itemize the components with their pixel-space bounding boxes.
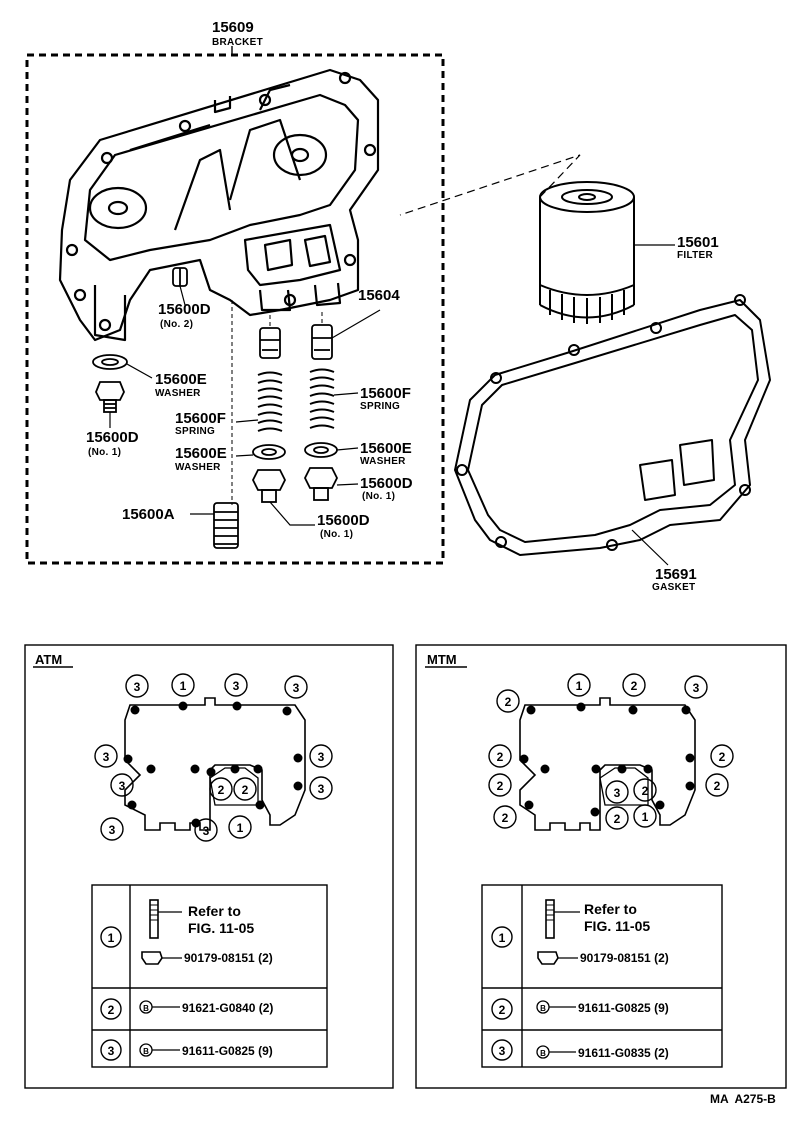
filter-name: FILTER xyxy=(677,250,714,261)
svg-text:1: 1 xyxy=(237,821,244,835)
plug-bottom-note: (No. 1) xyxy=(320,529,353,540)
svg-text:2: 2 xyxy=(497,779,504,793)
assembly-dashed-box xyxy=(25,46,445,565)
svg-text:2: 2 xyxy=(614,812,621,826)
mtm-row3-part: 91611-G0835 (2) xyxy=(578,1046,669,1060)
mtm-row2-bolt: B xyxy=(540,1004,546,1013)
atm-row1-circle: 1 xyxy=(108,931,115,945)
gasket-number: 15691 xyxy=(655,566,697,583)
spring-left-number: 15600F xyxy=(175,410,226,427)
mtm-callout-labels: 2 1 2 3 2 2 2 2 2 3 2 2 1 xyxy=(497,679,726,826)
washer-mid-right-name: WASHER xyxy=(360,456,406,467)
svg-text:3: 3 xyxy=(119,779,126,793)
valve-number: 15604 xyxy=(358,287,400,304)
mtm-row1-part: 90179-08151 (2) xyxy=(580,951,669,965)
spring-right-number: 15600F xyxy=(360,385,411,402)
svg-text:1: 1 xyxy=(576,679,583,693)
svg-text:2: 2 xyxy=(642,784,649,798)
mtm-table xyxy=(481,884,723,1068)
svg-text:2: 2 xyxy=(502,811,509,825)
spring-icons xyxy=(235,368,359,432)
plug-bottom-icons xyxy=(251,467,359,526)
bracket-illustration xyxy=(58,68,380,342)
svg-text:2: 2 xyxy=(242,783,249,797)
mtm-callouts xyxy=(488,673,734,830)
svg-text:2: 2 xyxy=(714,779,721,793)
mtm-row2-circle: 2 xyxy=(499,1003,506,1017)
gasket-icon xyxy=(454,294,771,566)
mtm-row3-circle: 3 xyxy=(499,1044,506,1058)
washer-left-number: 15600E xyxy=(155,371,207,388)
svg-text:2: 2 xyxy=(631,679,638,693)
svg-text:3: 3 xyxy=(318,782,325,796)
atm-callout-labels: 3 1 3 3 3 3 3 3 2 2 3 1 3 xyxy=(103,679,325,838)
atm-row3-bolt: B xyxy=(143,1047,149,1056)
mtm-panel: MTM xyxy=(415,644,787,1089)
plug-mid-right-number: 15600D xyxy=(360,475,413,492)
plug-no2-number: 15600D xyxy=(158,301,211,318)
svg-text:3: 3 xyxy=(134,680,141,694)
plug-left-no1-note: (No. 1) xyxy=(88,447,121,458)
atm-refer-line1: Refer to xyxy=(188,903,241,919)
plug-mid-right-note: (No. 1) xyxy=(362,491,395,502)
svg-text:3: 3 xyxy=(318,750,325,764)
atm-panel: ATM xyxy=(24,644,394,1089)
atm-table-text: 1 2 3 Refer to FIG. 11-05 90179-08151 (2… xyxy=(108,903,274,1058)
svg-text:2: 2 xyxy=(497,750,504,764)
washer-mid-icons xyxy=(235,442,359,460)
svg-text:3: 3 xyxy=(293,681,300,695)
svg-text:3: 3 xyxy=(103,750,110,764)
plug-no2-note: (No. 2) xyxy=(160,319,193,330)
valve-icons xyxy=(231,300,381,505)
plug-bottom-number: 15600D xyxy=(317,512,370,529)
spring-left-name: SPRING xyxy=(175,426,215,437)
mtm-table-text: 1 2 3 Refer to FIG. 11-05 90179-08151 (2… xyxy=(499,901,669,1060)
atm-table xyxy=(91,884,328,1068)
svg-text:3: 3 xyxy=(614,786,621,800)
svg-text:1: 1 xyxy=(180,679,187,693)
spring-right-name: SPRING xyxy=(360,401,400,412)
atm-callouts xyxy=(94,673,333,842)
atm-title: ATM xyxy=(35,652,62,667)
atm-row2-bolt: B xyxy=(143,1004,149,1013)
plug-no2-icon xyxy=(172,267,188,306)
bracket-number: 15609 xyxy=(212,19,254,36)
gasket-name: GASKET xyxy=(652,582,695,593)
mtm-refer-line1: Refer to xyxy=(584,901,637,917)
svg-text:2: 2 xyxy=(505,695,512,709)
relief-number: 15600A xyxy=(122,506,175,523)
filter-icon xyxy=(399,154,675,324)
svg-text:3: 3 xyxy=(693,681,700,695)
atm-refer-line2: FIG. 11-05 xyxy=(188,920,254,936)
svg-text:1: 1 xyxy=(642,810,649,824)
atm-row1-part: 90179-08151 (2) xyxy=(184,951,273,965)
plug-left-no1-number: 15600D xyxy=(86,429,139,446)
svg-text:2: 2 xyxy=(218,783,225,797)
filter-number: 15601 xyxy=(677,234,719,251)
svg-text:3: 3 xyxy=(109,823,116,837)
washer-left-icon xyxy=(92,354,153,379)
atm-row3-part: 91611-G0825 (9) xyxy=(182,1044,273,1058)
footer-code: MA A275-B xyxy=(710,1092,776,1106)
washer-mid-left-number: 15600E xyxy=(175,445,227,462)
plug-left-no1-icon xyxy=(95,381,125,428)
svg-text:3: 3 xyxy=(233,679,240,693)
mtm-row2-part: 91611-G0825 (9) xyxy=(578,1001,669,1015)
mtm-refer-line2: FIG. 11-05 xyxy=(584,918,650,934)
relief-valve-icon xyxy=(190,502,239,549)
atm-row2-part: 91621-G0840 (2) xyxy=(182,1001,273,1015)
atm-row3-circle: 3 xyxy=(108,1044,115,1058)
bracket-name: BRACKET xyxy=(212,37,263,48)
mtm-row1-circle: 1 xyxy=(499,931,506,945)
washer-left-name: WASHER xyxy=(155,388,201,399)
svg-text:2: 2 xyxy=(719,750,726,764)
washer-mid-right-number: 15600E xyxy=(360,440,412,457)
mtm-row3-bolt: B xyxy=(540,1049,546,1058)
mtm-title: MTM xyxy=(427,652,457,667)
atm-row2-circle: 2 xyxy=(108,1003,115,1017)
svg-text:3: 3 xyxy=(203,824,210,838)
washer-mid-left-name: WASHER xyxy=(175,462,221,473)
